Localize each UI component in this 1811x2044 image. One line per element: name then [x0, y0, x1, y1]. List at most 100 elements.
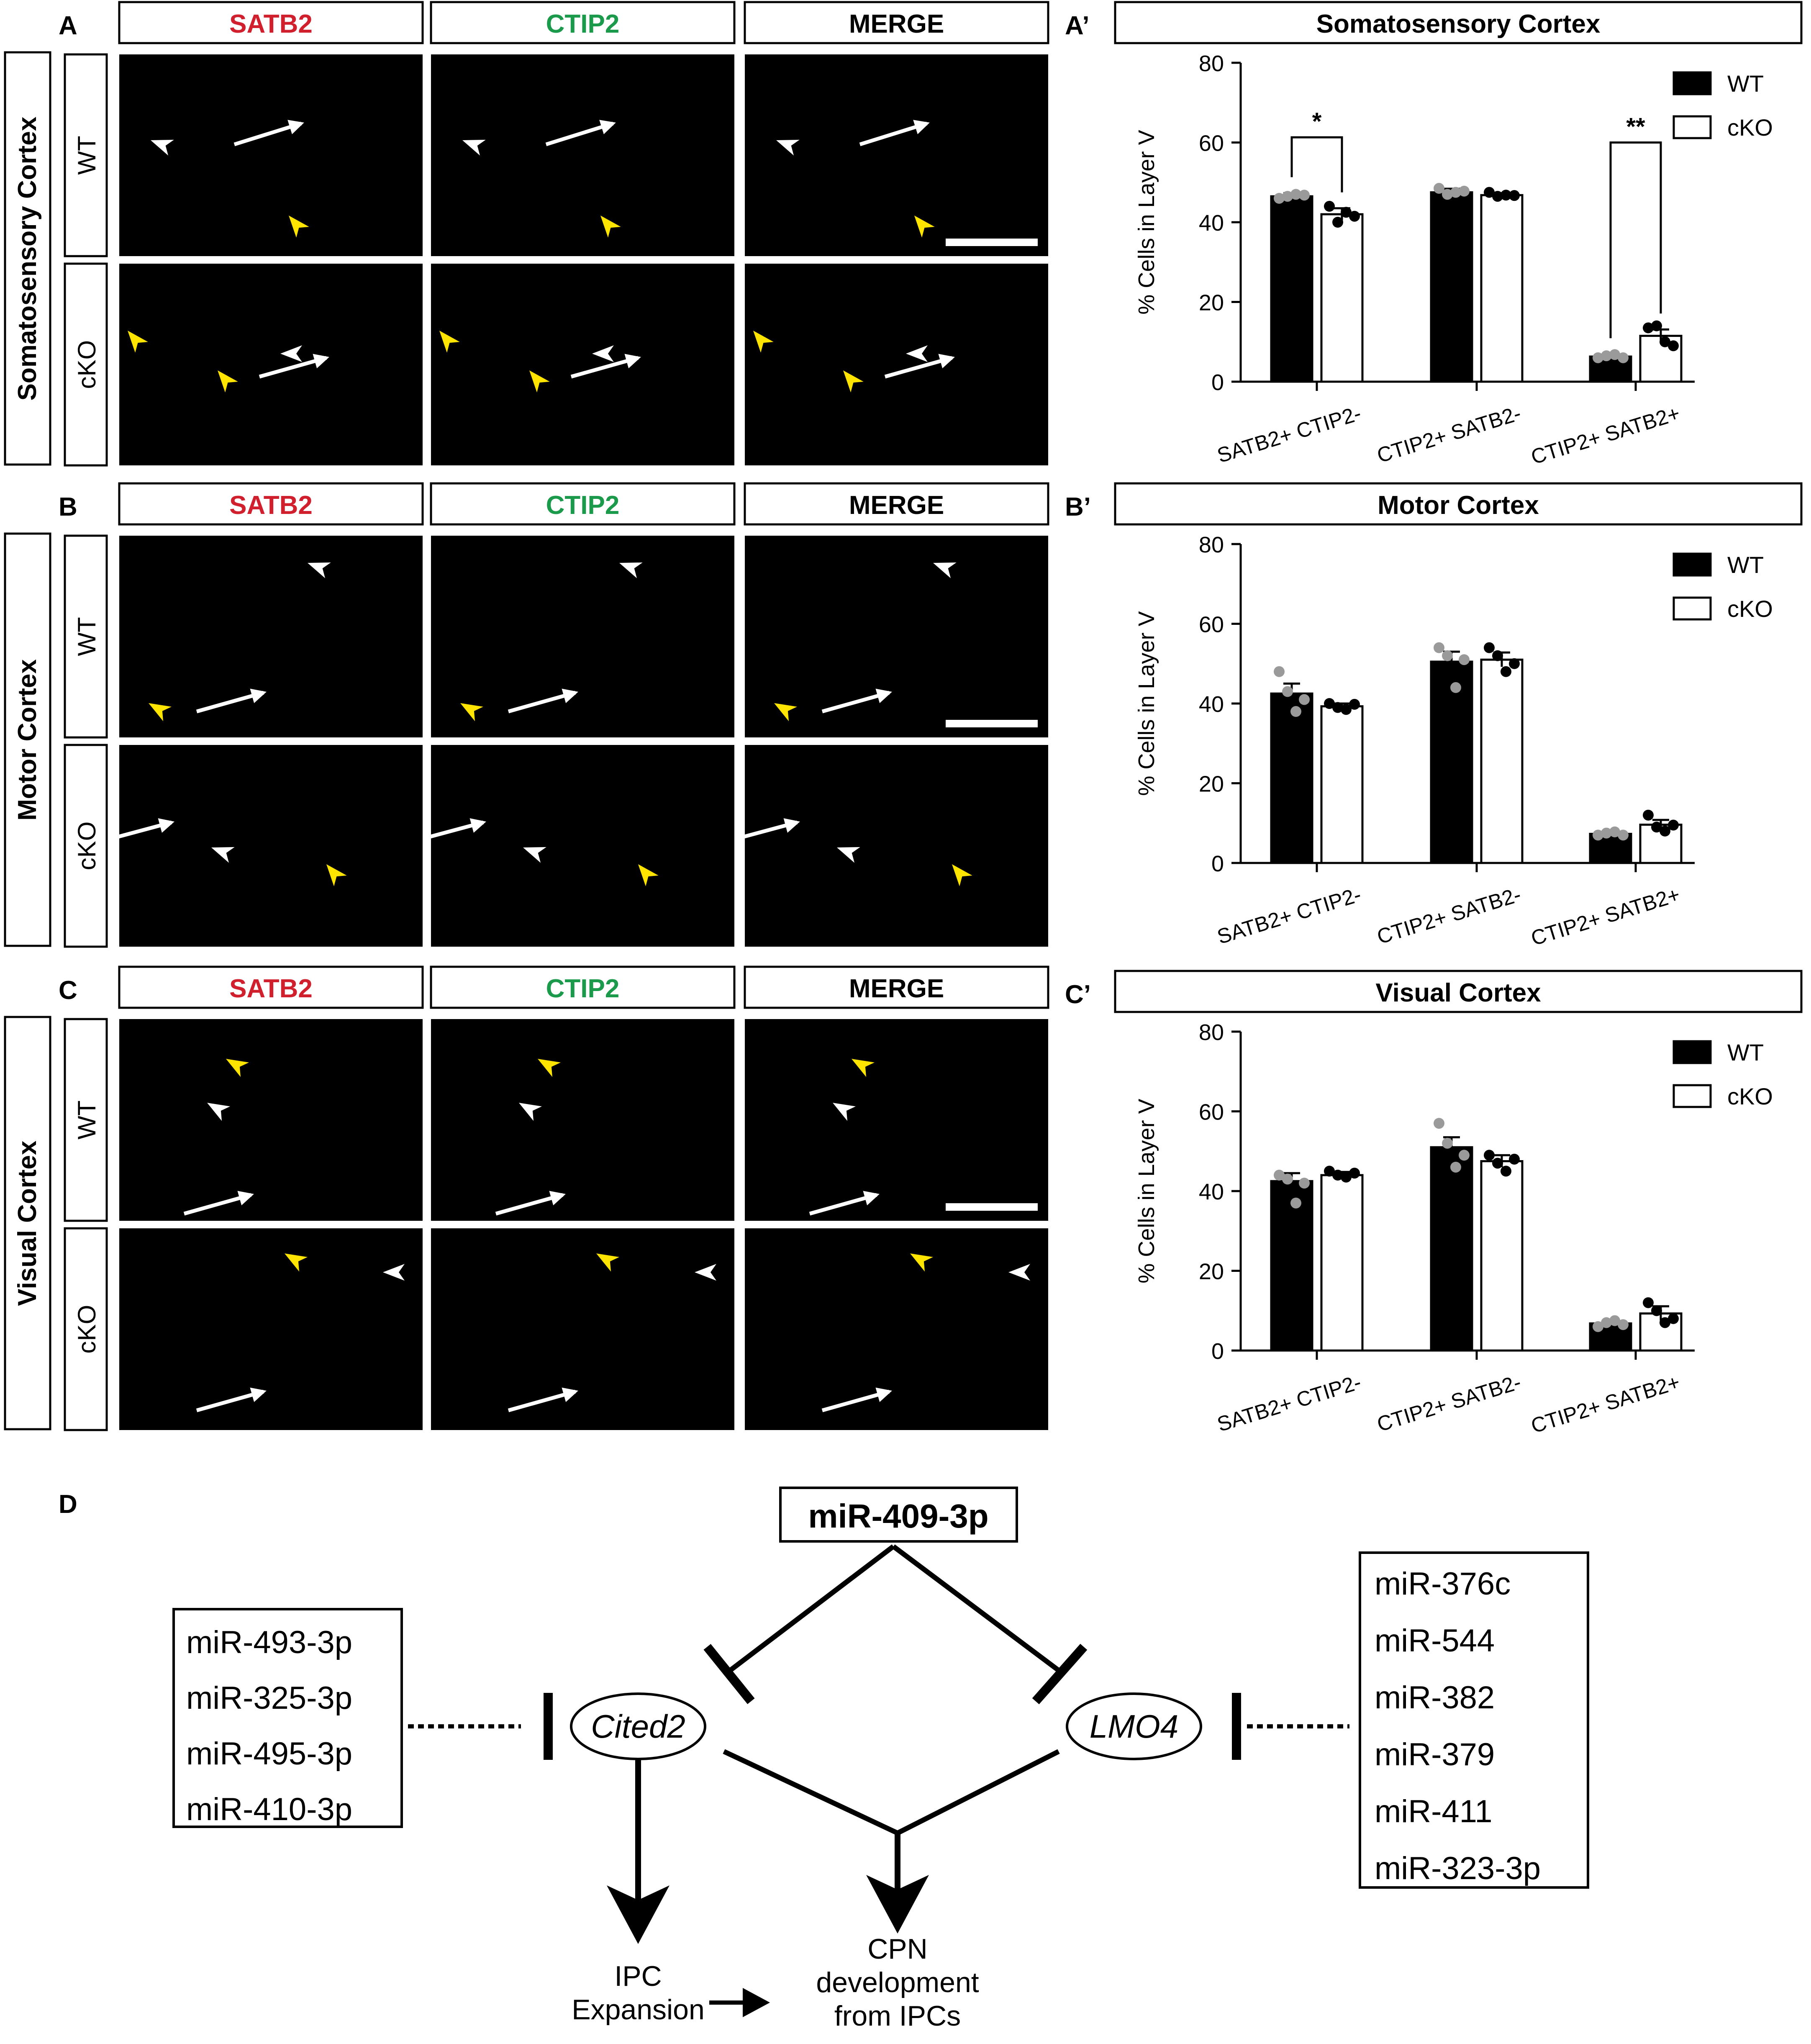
category-label: SATB2+ CTIP2-: [1214, 401, 1364, 467]
ctip2-header-box: [430, 1, 736, 44]
data-point: [1290, 706, 1301, 717]
data-point: [1349, 698, 1360, 710]
mirna-409-label: miR-409-3p: [808, 1497, 988, 1535]
satb2-micrograph: [119, 54, 423, 256]
ctip2-micrograph: [431, 745, 734, 947]
legend-swatch: [1672, 1040, 1712, 1064]
panel-letter-Bp: B’: [1065, 493, 1091, 521]
merge-micrograph: [745, 536, 1048, 737]
wt-label: WT: [73, 136, 101, 175]
depth-shading: [431, 745, 734, 947]
white-arrow: [183, 1191, 254, 1216]
mirna-409-box: [779, 1487, 1018, 1543]
data-point: [1484, 187, 1495, 198]
data-point: [1668, 819, 1679, 831]
data-point: [1450, 187, 1461, 198]
bar-wt: [1270, 692, 1313, 864]
data-point: [1501, 190, 1511, 201]
y-tick-label: 0: [1211, 851, 1224, 876]
data-point: [1434, 642, 1444, 653]
data-point: [1459, 1150, 1470, 1161]
data-point: [1501, 666, 1511, 677]
right-mirna-box: [1359, 1551, 1589, 1889]
data-point: [1299, 190, 1310, 201]
satb2-header-box: [118, 966, 424, 1009]
data-point: [1651, 1305, 1662, 1316]
depth-shading: [119, 745, 423, 947]
legend-swatch: [1672, 1084, 1712, 1108]
region-label: Somatosensory Cortex: [13, 116, 42, 401]
y-tick-label: 40: [1199, 692, 1224, 717]
depth-shading: [119, 536, 423, 737]
legend-label: WT: [1727, 1039, 1764, 1066]
bar-cko: [1480, 1160, 1524, 1352]
depth-shading: [431, 536, 734, 737]
ctip2-header: CTIP2: [546, 974, 620, 1003]
depth-shading: [745, 536, 1048, 737]
legend-label: WT: [1727, 552, 1764, 578]
y-tick-label: 0: [1211, 370, 1224, 395]
white-arrow: [570, 354, 641, 379]
category-label: SATB2+ CTIP2-: [1214, 883, 1364, 949]
depth-shading: [431, 1019, 734, 1221]
data-point: [1442, 1138, 1453, 1149]
data-point: [1341, 704, 1352, 715]
region-label-box: [4, 51, 51, 466]
data-point: [1450, 1161, 1461, 1173]
ipc-outcome-line: IPC: [614, 1960, 662, 1992]
data-point: [1593, 1321, 1603, 1332]
satb2-header: SATB2: [229, 491, 313, 520]
data-point: [1609, 826, 1620, 837]
white-arrowhead: [207, 1103, 231, 1121]
left-mirna: miR-325-3p: [186, 1680, 352, 1716]
region-label: Motor Cortex: [13, 659, 42, 821]
data-point: [1601, 1317, 1612, 1328]
yellow-arrowhead: [128, 331, 148, 353]
panel-letter-Ap: A’: [1065, 11, 1090, 40]
data-point: [1332, 702, 1343, 713]
data-point: [1668, 340, 1679, 352]
panel-letter-B: B: [59, 493, 77, 521]
data-point: [1434, 1118, 1444, 1129]
category-label: CTIP2+ SATB2+: [1528, 883, 1683, 950]
y-tick-label: 80: [1199, 51, 1224, 76]
legend-label: WT: [1727, 70, 1764, 97]
ctip2-micrograph: [431, 1228, 734, 1430]
panel-letter-A: A: [59, 11, 77, 40]
white-arrowhead: [211, 847, 235, 863]
bar-wt: [1430, 1146, 1473, 1352]
data-point: [1601, 350, 1612, 362]
legend-label: cKO: [1727, 1083, 1773, 1109]
depth-shading: [431, 264, 734, 465]
data-point: [1618, 352, 1629, 363]
yellow-arrowhead: [285, 1253, 308, 1272]
data-point: [1282, 191, 1293, 202]
data-point: [1341, 1171, 1352, 1183]
yellow-arrowhead: [596, 1253, 620, 1272]
chart-title: Visual Cortex: [1375, 978, 1541, 1007]
yellow-arrowhead: [529, 370, 550, 393]
region-label-box: [4, 532, 51, 947]
cpn-arrowhead: [866, 1875, 929, 1934]
yellow-arrowhead: [910, 1253, 934, 1272]
y-tick-label: 80: [1199, 1020, 1224, 1045]
white-arrow: [116, 818, 174, 839]
depth-shading: [119, 264, 423, 465]
right-mirna: miR-382: [1375, 1680, 1495, 1715]
data-point: [1434, 183, 1444, 194]
y-tick-label: 60: [1199, 131, 1224, 156]
data-point: [1609, 349, 1620, 360]
ctip2-micrograph: [431, 1019, 734, 1221]
white-arrowhead: [383, 1264, 405, 1281]
data-point: [1484, 1150, 1495, 1161]
data-point: [1442, 189, 1453, 200]
data-point: [1660, 336, 1670, 347]
white-arrowhead: [592, 345, 614, 362]
merge-micrograph: [745, 264, 1048, 465]
data-point: [1274, 193, 1285, 204]
bar-cko: [1320, 705, 1364, 864]
legend-label: cKO: [1727, 114, 1773, 141]
legend-swatch: [1672, 552, 1712, 577]
yellow-arrowhead: [753, 331, 774, 353]
